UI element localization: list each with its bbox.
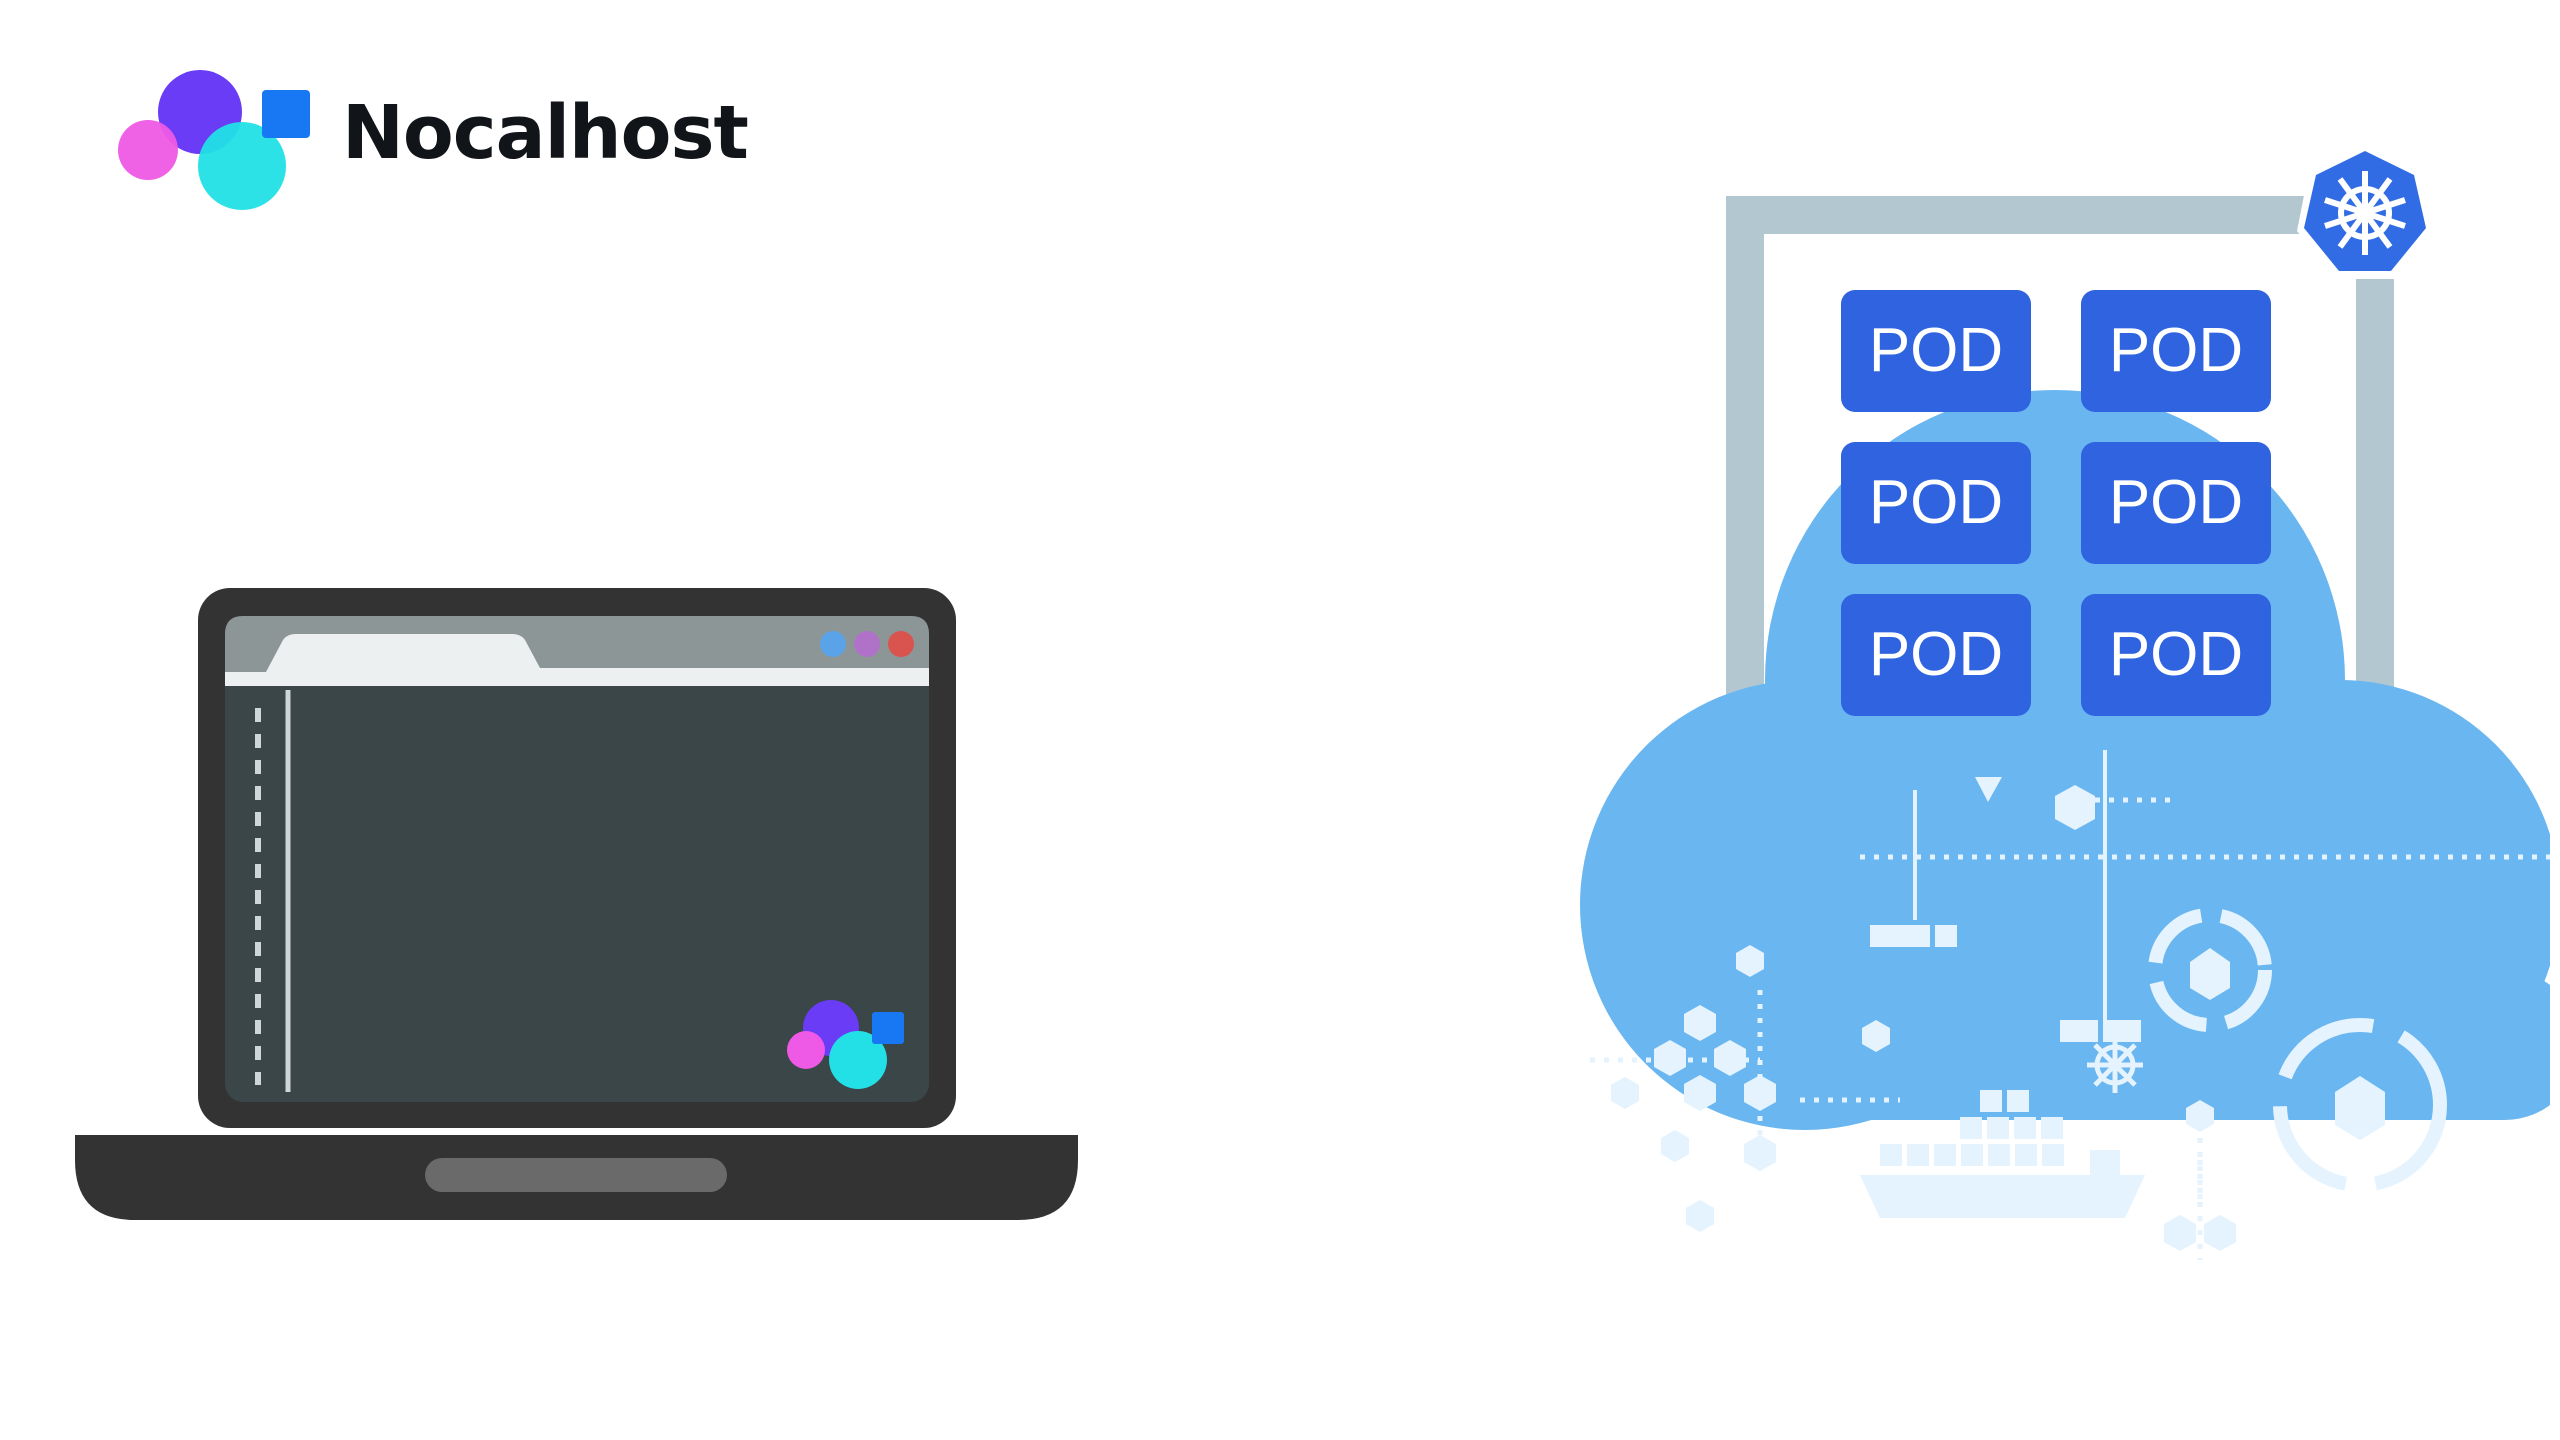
window-dot-purple (854, 631, 880, 657)
pod-label: POD (2108, 620, 2244, 689)
laptop-screen (225, 616, 929, 1102)
pod-box: POD (2081, 442, 2271, 564)
kubernetes-cluster-illustration (1580, 143, 2550, 1260)
kubernetes-helm-icon (2297, 143, 2433, 279)
screen-logo-icon (787, 1000, 904, 1089)
pod-label: POD (1868, 316, 2004, 385)
pod-box: POD (1841, 290, 2031, 412)
window-dot-blue (820, 631, 846, 657)
brand-logo: Nocalhost (0, 0, 760, 230)
pod-box: POD (2081, 290, 2271, 412)
cluster-frame (1726, 196, 2394, 920)
pod-label: POD (2108, 316, 2244, 385)
laptop-illustration (75, 588, 1078, 1220)
pod-label: POD (1868, 468, 2004, 537)
window-dot-red (888, 631, 914, 657)
pod-box: POD (1841, 594, 2031, 716)
brand-name: Nocalhost (342, 90, 749, 176)
pod-label: POD (1868, 620, 2004, 689)
cloud-containers-icon (1580, 390, 2550, 1260)
pod-label: POD (2108, 468, 2244, 537)
pod-box: POD (2081, 594, 2271, 716)
pod-box: POD (1841, 442, 2031, 564)
laptop-trackpad (425, 1158, 727, 1192)
nocalhost-logo-icon (118, 70, 310, 210)
